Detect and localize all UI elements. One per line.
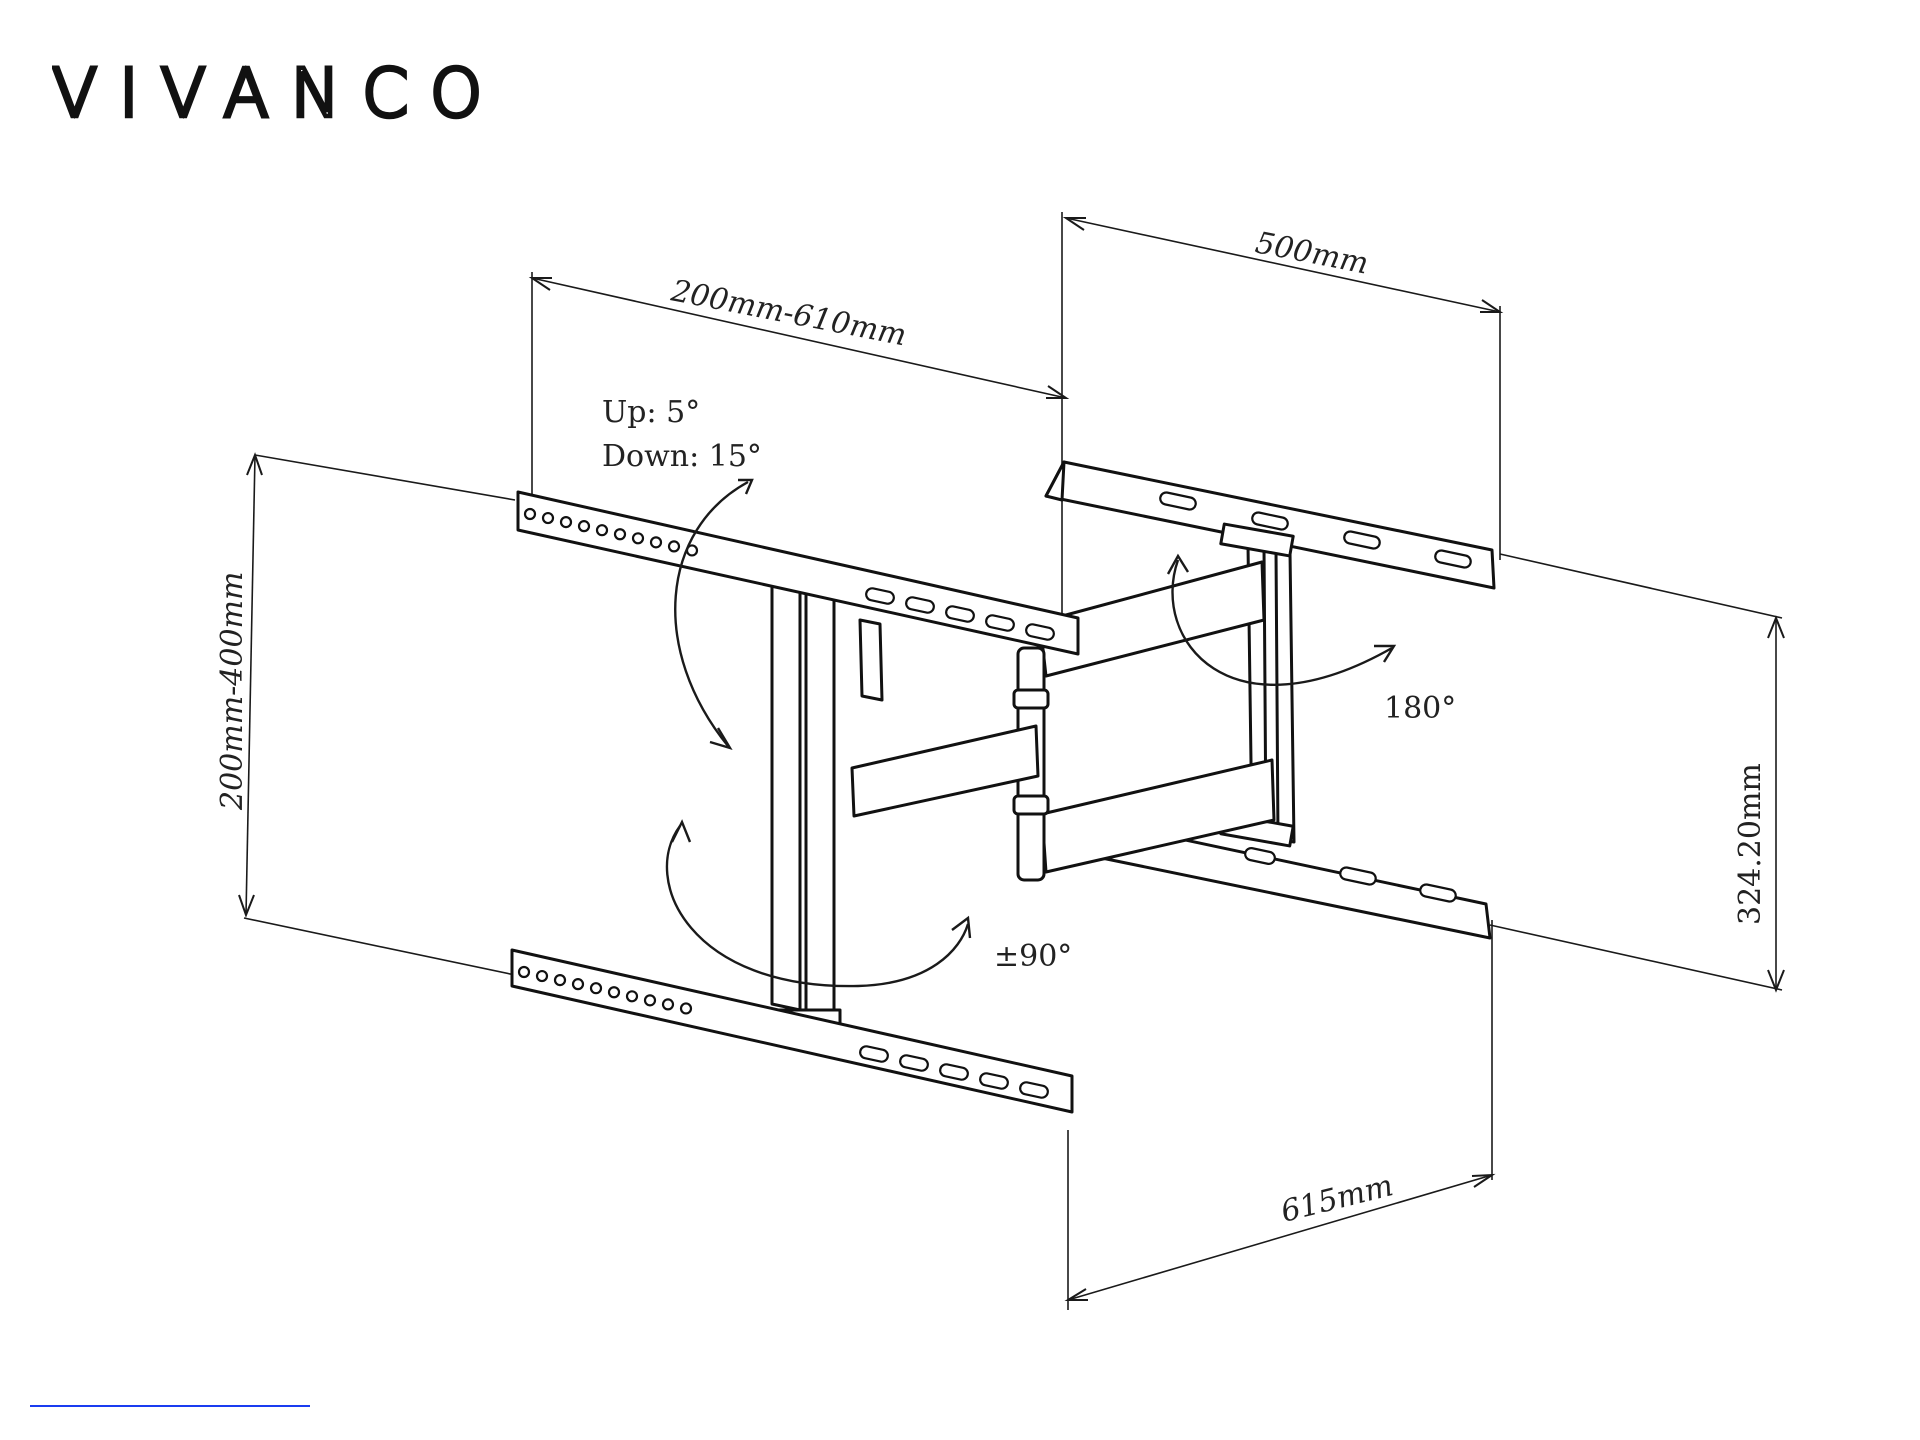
mount-hole [519,967,529,977]
mount-hole [615,529,625,539]
mount-hole [633,533,643,543]
dim-arm-depth: 500mm [1252,225,1371,281]
mount-hole [597,525,607,535]
mount-hole [591,983,601,993]
swivel-label: 180° [1384,691,1456,726]
tilt-down-label: Down: 15° [602,439,762,474]
mount-hole [609,987,619,997]
footer-link-underline[interactable] [30,1405,310,1407]
vesa-bracket [512,492,1078,1112]
dim-vesa-horizontal: 200mm-610mm [667,273,909,353]
mount-hole [525,509,535,519]
mount-hole [573,979,583,989]
tilt-up-label: Up: 5° [602,395,700,430]
mount-hole [669,541,679,551]
mount-hole [579,521,589,531]
mount-hole [561,517,571,527]
rotation-label: ±90° [994,939,1072,974]
mount-hole [681,1003,691,1013]
mount-hole [627,991,637,1001]
mount-hole [543,513,553,523]
tilt-arrow [675,480,752,748]
dim-vesa-vertical: 200mm-400mm [215,572,250,811]
mount-hole [663,999,673,1009]
mount-hole [645,995,655,1005]
dim-wall-plate-height: 324.20mm [1733,763,1768,925]
mount-hole [537,971,547,981]
mount-hole [555,975,565,985]
mount-hole [651,537,661,547]
